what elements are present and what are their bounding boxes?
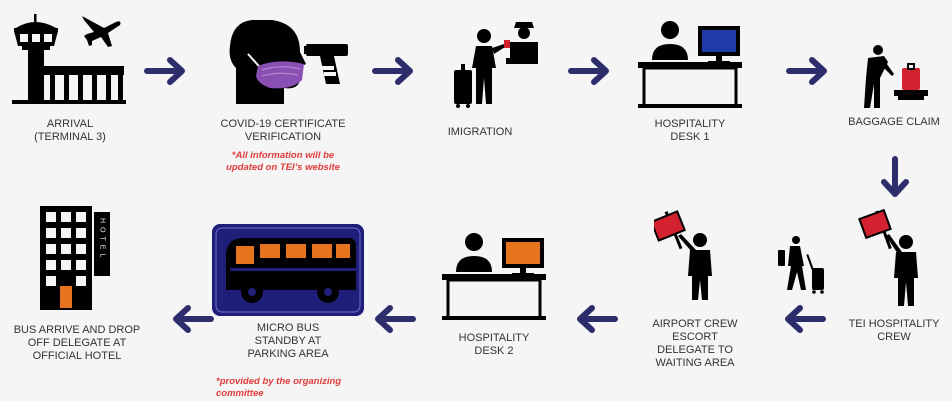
hotel-building-icon: HOTEL [40, 206, 110, 310]
step-label-desk1: HOSPITALITY DESK 1 [654, 118, 726, 143]
baggage-claim-icon [864, 45, 928, 108]
airport-tower-plane-icon [12, 14, 126, 104]
arrow-right-icon [568, 57, 609, 85]
note-covid: *All information will be updated on TEI’… [226, 150, 340, 173]
step-label-bus: MICRO BUS STANDBY AT PARKING AREA [247, 322, 329, 360]
arrow-left-icon [577, 305, 618, 333]
arrow-right-icon [372, 57, 413, 85]
note-bus: *provided by the organizing committee [216, 376, 342, 399]
hotel-sign-text: HOTEL [99, 218, 106, 261]
step-label-hotel: BUS ARRIVE AND DROP OFF DELEGATE AT OFFI… [13, 324, 141, 362]
step-label-immigration: IMIGRATION [447, 126, 513, 138]
sign-holder-icon [858, 208, 918, 306]
arrow-left-icon [785, 305, 826, 333]
bus-icon [212, 224, 364, 316]
reception-desk-icon [442, 233, 546, 320]
reception-desk-icon [638, 21, 742, 108]
arrow-left-icon [173, 305, 214, 333]
arrow-down-icon [881, 156, 909, 197]
step-label-desk2: HOSPITALITY DESK 2 [458, 332, 530, 357]
step-label-baggage: BAGGAGE CLAIM [848, 116, 940, 128]
arrow-right-icon [144, 57, 185, 85]
step-label-airport-crew: AIRPORT CREW ESCORT DELEGATE TO WAITING … [652, 318, 738, 369]
mask-thermometer-icon [229, 20, 348, 104]
step-label-arrival: ARRIVAL (TERMINAL 3) [34, 118, 106, 143]
escort-crew-icon [654, 210, 824, 300]
passport-officer-icon [454, 22, 538, 108]
arrow-left-icon [375, 305, 416, 333]
arrow-right-icon [786, 57, 827, 85]
step-label-tei-crew: TEI HOSPITALITY CREW [848, 318, 940, 343]
step-label-covid: COVID-19 CERTIFICATE VERIFICATION [220, 118, 346, 143]
